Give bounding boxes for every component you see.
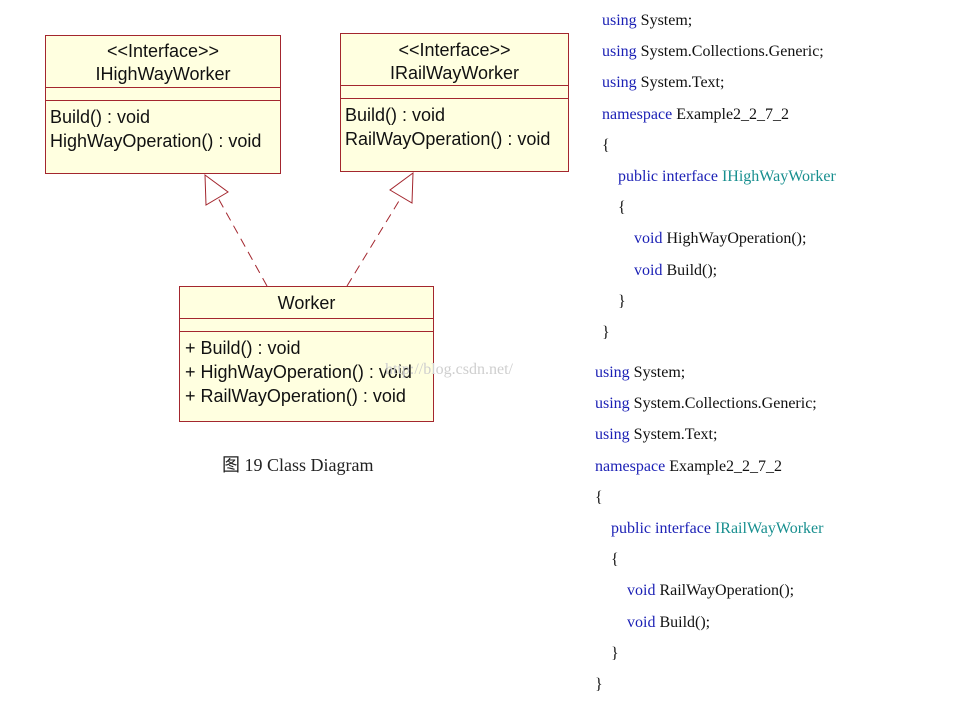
code-text: System.Collections.Generic; (636, 43, 824, 61)
code-keyword: using (602, 74, 637, 92)
operation: + Build() : void (185, 338, 301, 358)
class-box-worker: Worker + Build() : void + HighWayOperati… (179, 286, 434, 422)
code-text: System.Text; (636, 74, 725, 92)
code-line: { (602, 137, 610, 155)
code-keyword: void (602, 230, 667, 248)
operation: HighWayOperation() : void (50, 131, 262, 151)
interface-name: IRailWayWorker (389, 63, 519, 83)
code-text: System; (636, 12, 693, 29)
code-keyword: void (595, 582, 660, 600)
code-line: public interface IHighWayWorker (602, 168, 836, 186)
code-text: { (595, 488, 603, 506)
code-text: } (602, 324, 610, 341)
interface-stereotype: <<Interface>> (106, 41, 220, 61)
realization-arrowhead-highway (204, 173, 229, 206)
code-line: { (595, 551, 619, 569)
code-line: } (602, 324, 610, 342)
code-type-name: IHighWayWorker (721, 168, 836, 185)
code-text: } (602, 292, 626, 310)
code-line: public interface IRailWayWorker (595, 520, 823, 538)
code-line: using System.Text; (595, 426, 717, 444)
code-line: } (602, 293, 626, 311)
code-line: using System.Text; (602, 74, 724, 92)
figure-caption: 图 19 Class Diagram (222, 455, 374, 475)
code-keyword: public interface (602, 168, 722, 185)
code-text: System.Collections.Generic; (629, 395, 817, 413)
code-line: namespace Example2_2_7_2 (602, 106, 789, 124)
code-keyword: namespace (595, 457, 666, 475)
code-text: } (595, 644, 619, 662)
code-line: } (595, 645, 619, 663)
realization-line-railway (346, 195, 403, 287)
realization-line-highway (216, 195, 268, 287)
code-line: void RailWayOperation(); (595, 582, 794, 600)
code-text: { (602, 136, 610, 154)
code-text: Example2_2_7_2 (672, 105, 790, 123)
code-line: { (602, 199, 626, 217)
code-text: System; (629, 364, 686, 381)
attributes-separator (341, 85, 568, 86)
operation: RailWayOperation() : void (345, 129, 551, 149)
code-line: } (595, 676, 603, 694)
code-text: HighWayOperation(); (666, 230, 807, 248)
operation: + HighWayOperation() : void (185, 362, 412, 382)
code-keyword: void (602, 261, 667, 279)
code-keyword: namespace (602, 105, 673, 123)
code-text: Build(); (659, 613, 711, 631)
realization-arrowhead-railway (389, 171, 414, 204)
operations-list: Build() : void RailWayOperation() : void (341, 99, 568, 151)
attributes-separator (46, 87, 280, 88)
code-keyword: using (602, 43, 637, 61)
code-keyword: using (602, 12, 637, 29)
operation: Build() : void (50, 107, 151, 127)
code-line: void Build(); (595, 614, 710, 632)
interface-stereotype: <<Interface>> (398, 40, 511, 60)
code-text: { (595, 551, 619, 569)
interface-box-irailwayworker: <<Interface>> IRailWayWorker Build() : v… (340, 33, 569, 172)
code-keyword: public interface (595, 520, 715, 537)
operations-list: Build() : void HighWayOperation() : void (46, 101, 280, 153)
code-text: Example2_2_7_2 (665, 457, 783, 475)
interface-box-ihighwayworker: <<Interface>> IHighWayWorker Build() : v… (45, 35, 281, 174)
class-name: Worker (277, 293, 336, 313)
code-keyword: void (595, 613, 660, 631)
code-keyword: using (595, 426, 630, 444)
code-text: RailWayOperation(); (659, 582, 795, 600)
code-line: void Build(); (602, 262, 717, 280)
operation: Build() : void (345, 105, 446, 125)
code-text: } (595, 676, 603, 693)
interface-name: IHighWayWorker (95, 64, 231, 84)
operations-separator (341, 98, 568, 99)
watermark: http://blog.csdn.net/ (385, 361, 513, 378)
operations-separator (180, 331, 433, 332)
operations-separator (46, 100, 280, 101)
code-type-name: IRailWayWorker (714, 520, 824, 537)
code-line: using System; (595, 364, 685, 382)
code-line: using System.Collections.Generic; (602, 43, 824, 61)
code-line: void HighWayOperation(); (602, 230, 806, 248)
code-text: System.Text; (629, 426, 718, 444)
code-keyword: using (595, 364, 630, 381)
attributes-separator (180, 318, 433, 319)
code-text: Build(); (666, 261, 718, 279)
code-line: namespace Example2_2_7_2 (595, 458, 782, 476)
code-line: { (595, 489, 603, 507)
code-line: using System; (602, 12, 692, 30)
code-line: using System.Collections.Generic; (595, 395, 817, 413)
operations-list: + Build() : void + HighWayOperation() : … (180, 332, 433, 408)
code-text: { (602, 199, 626, 217)
operation: + RailWayOperation() : void (185, 386, 406, 406)
code-keyword: using (595, 395, 630, 413)
